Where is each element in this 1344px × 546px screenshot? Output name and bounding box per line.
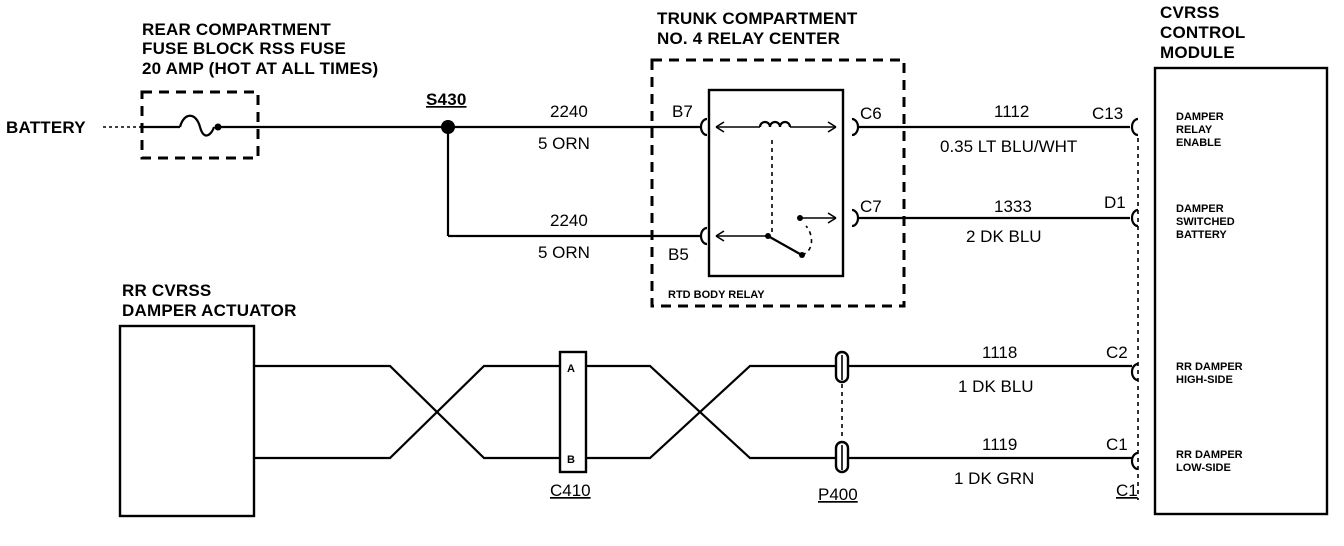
pin-b5-connector (699, 226, 708, 246)
pin-b7-label: B7 (672, 102, 693, 121)
switch-blade (767, 235, 801, 255)
pin-d1-connector (1130, 208, 1139, 228)
module-label-line3: MODULE (1160, 43, 1235, 62)
wire-desc-2240-bottom: 5 ORN (538, 243, 590, 262)
fuse-element-icon (178, 114, 216, 137)
module-pin-low-side-line2: LOW-SIDE (1176, 462, 1231, 474)
pin-c7-label: C7 (860, 197, 882, 216)
wire-desc-1119: 1 DK GRN (954, 469, 1034, 488)
c410-label: C410 (550, 481, 591, 500)
twisted-pair-b-segment2 (586, 364, 838, 460)
wire-desc-1112: 0.35 LT BLU/WHT (940, 137, 1077, 156)
module-pin-relay-enable-line3: ENABLE (1176, 137, 1221, 149)
wire-circuit-2240-bottom: 2240 (550, 211, 588, 230)
pin-b5-label: B5 (668, 245, 689, 264)
pin-c2-connector (1130, 362, 1139, 382)
pin-c7-connector (851, 208, 860, 228)
module-pin-high-side-line1: RR DAMPER (1176, 361, 1243, 373)
battery-label: BATTERY (6, 118, 86, 137)
c410-pin-b-label: B (567, 454, 575, 466)
wire-circuit-1119: 1119 (982, 435, 1017, 454)
switch-arrow-left-icon (715, 230, 725, 242)
module-label-line1: CVRSS (1160, 3, 1220, 22)
twisted-pair-a-segment1 (254, 364, 560, 460)
p400-label: P400 (818, 485, 858, 504)
wire-desc-1118: 1 DK BLU (958, 377, 1034, 396)
wire-circuit-1333: 1333 (994, 197, 1032, 216)
module-pin-high-side-line2: HIGH-SIDE (1176, 374, 1233, 386)
actuator-label-line2: DAMPER ACTUATOR (122, 301, 297, 320)
c410-pin-a-label: A (567, 363, 575, 375)
pin-c1-connector (1130, 451, 1139, 471)
module-pin-relay-enable-line1: DAMPER (1176, 111, 1224, 123)
relay-center-outline (650, 58, 906, 308)
switch-arrow-right-icon (827, 212, 837, 224)
fuse-block-label-line1: REAR COMPARTMENT (142, 20, 331, 39)
module-label-line2: CONTROL (1160, 23, 1245, 42)
twist-overlay (389, 365, 438, 413)
pin-c13-connector (1130, 117, 1139, 137)
splice-label: S430 (426, 90, 467, 109)
relay-body (707, 88, 845, 278)
connector-c410 (558, 350, 588, 474)
wire-circuit-2240-top: 2240 (550, 102, 588, 121)
pin-c6-connector (851, 117, 860, 137)
coil-arrow-right-icon (827, 121, 837, 133)
pin-c2-label: C2 (1106, 343, 1128, 362)
pin-b7-connector (699, 117, 708, 137)
module-pin-switched-battery-line2: SWITCHED (1176, 216, 1235, 228)
coil-arrow-left-icon (715, 121, 725, 133)
wire-circuit-1118: 1118 (982, 343, 1017, 362)
module-pin-low-side-line1: RR DAMPER (1176, 449, 1243, 461)
pin-d1-label: D1 (1104, 193, 1126, 212)
wire-desc-2240-top: 5 ORN (538, 134, 590, 153)
wire-circuit-1112: 1112 (994, 102, 1029, 121)
pin-c1-label: C1 (1106, 435, 1128, 454)
relay-coil-icon (758, 120, 792, 128)
module-pin-relay-enable-line2: RELAY (1176, 124, 1213, 136)
switch-spring (801, 225, 813, 256)
wire-desc-1333: 2 DK BLU (966, 227, 1042, 246)
pin-c13-label: C13 (1092, 104, 1123, 123)
fuse-block-outline (140, 90, 260, 160)
twisted-pair-b-segment1 (254, 364, 560, 460)
module-pin-switched-battery-line3: BATTERY (1176, 229, 1227, 241)
relay-name-label: RTD BODY RELAY (668, 289, 765, 301)
fuse-block-label-line2: FUSE BLOCK RSS FUSE (142, 39, 346, 58)
relay-center-label-line2: NO. 4 RELAY CENTER (657, 29, 840, 48)
module-pin-switched-battery-line1: DAMPER (1176, 203, 1224, 215)
twisted-pair-a-segment2 (586, 364, 838, 460)
damper-actuator-box (118, 324, 256, 518)
module-connector-c1-label: C1 (1116, 481, 1138, 500)
relay-center-label-line1: TRUNK COMPARTMENT (657, 9, 858, 28)
fuse-block-label-line3: 20 AMP (HOT AT ALL TIMES) (142, 59, 378, 78)
actuator-label-line1: RR CVRSS (122, 281, 211, 300)
pin-c6-label: C6 (860, 104, 882, 123)
control-module-box (1153, 66, 1329, 516)
